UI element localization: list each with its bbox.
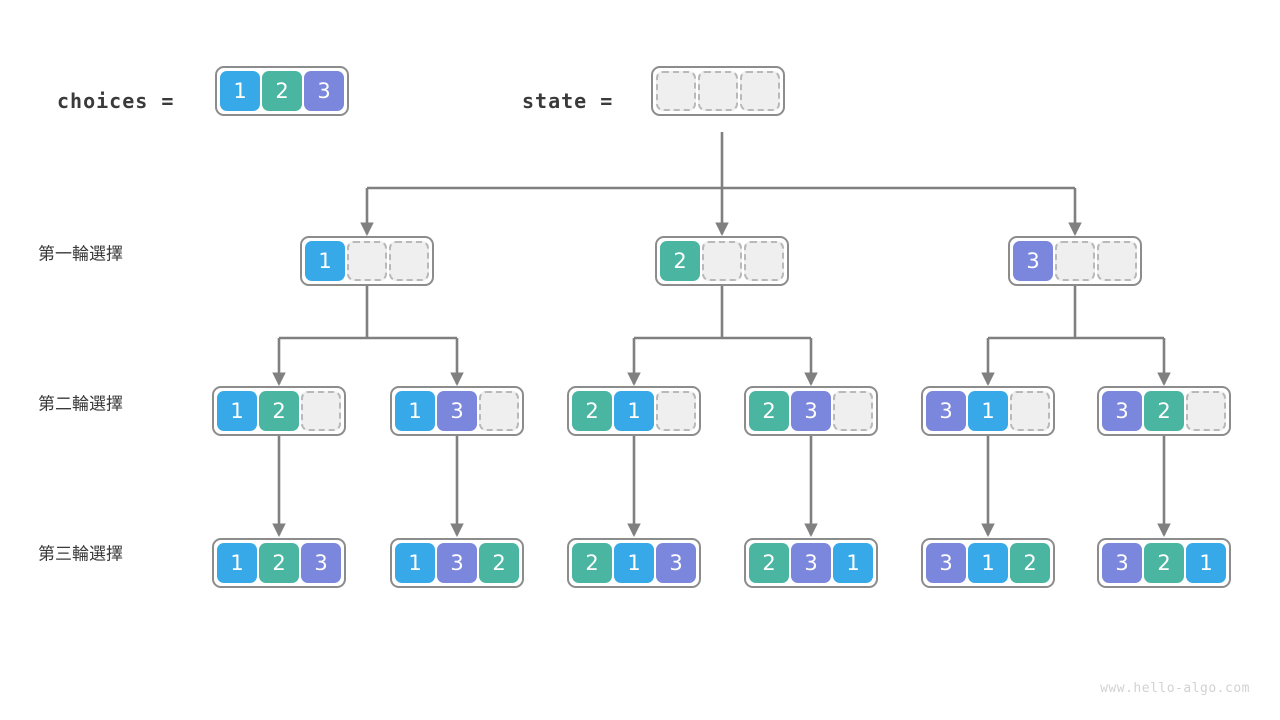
cell-value: 1 [395,391,435,431]
cell-value: 3 [656,543,696,583]
cell-value: 2 [259,391,299,431]
cell-value: 1 [217,543,257,583]
cell-value: 3 [926,391,966,431]
cell-value: 3 [1102,543,1142,583]
cell-empty [656,71,696,111]
cell-value: 3 [437,543,477,583]
cell-value: 1 [305,241,345,281]
cell-empty [1055,241,1095,281]
cell-value: 1 [220,71,260,111]
cell-empty [347,241,387,281]
node-level1-1: 2 [655,236,789,286]
node-level1-2: 3 [1008,236,1142,286]
cell-value: 3 [791,391,831,431]
cell-value: 2 [749,543,789,583]
cell-empty [833,391,873,431]
cell-value: 2 [572,543,612,583]
cell-value: 1 [395,543,435,583]
cell-value: 2 [749,391,789,431]
cell-value: 1 [614,391,654,431]
cell-empty [740,71,780,111]
cell-value: 2 [1144,391,1184,431]
cell-value: 2 [1010,543,1050,583]
cell-value: 1 [1186,543,1226,583]
cell-empty [301,391,341,431]
cell-empty [702,241,742,281]
state-label: state = [522,89,614,113]
cell-value: 1 [217,391,257,431]
cell-empty [389,241,429,281]
cell-value: 3 [1102,391,1142,431]
cell-empty [744,241,784,281]
node-level1-0: 1 [300,236,434,286]
cell-empty [479,391,519,431]
cell-value: 1 [614,543,654,583]
cell-value: 2 [1144,543,1184,583]
cell-value: 3 [304,71,344,111]
row-label-round-1: 第一輪選擇 [38,244,123,265]
cell-value: 1 [968,543,1008,583]
cell-value: 2 [572,391,612,431]
cell-value: 3 [791,543,831,583]
cell-value: 1 [833,543,873,583]
cell-value: 2 [259,543,299,583]
cell-value: 3 [926,543,966,583]
cell-empty [1097,241,1137,281]
cell-value: 3 [1013,241,1053,281]
cell-value: 3 [301,543,341,583]
watermark: www.hello-algo.com [1100,681,1250,696]
cell-value: 1 [968,391,1008,431]
cell-empty [698,71,738,111]
state-array-root [651,66,785,116]
choices-label: choices = [57,89,175,113]
row-label-round-3: 第三輪選擇 [38,544,123,565]
cell-empty [656,391,696,431]
cell-value: 3 [437,391,477,431]
cell-value: 2 [479,543,519,583]
cell-empty [1010,391,1050,431]
cell-empty [1186,391,1226,431]
cell-value: 2 [262,71,302,111]
row-label-round-2: 第二輪選擇 [38,394,123,415]
cell-value: 2 [660,241,700,281]
